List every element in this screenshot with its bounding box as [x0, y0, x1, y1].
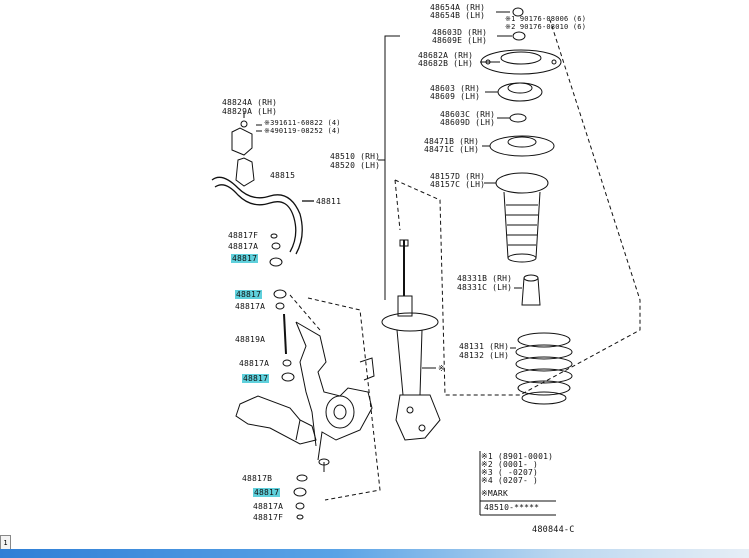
label-48682A: 48682A (RH) — [418, 51, 474, 60]
label-asterisk-strut: ※ — [438, 364, 445, 373]
label-48331B: 48331B (RH) — [457, 274, 513, 283]
label-48817B: 48817B — [242, 474, 273, 483]
note-mark: ※MARK — [481, 489, 508, 498]
label-48817F-bottom: 48817F — [253, 513, 284, 522]
label-48817A-mid: 48817A — [235, 302, 266, 311]
knuckle-part — [295, 321, 375, 461]
label-bolt-ref-2: ※490119-08252 (4) — [264, 127, 341, 135]
label-48603D: 48603D (RH) — [432, 28, 488, 37]
label-48654B: 48654B (LH) — [430, 11, 486, 20]
label-48603: 48603 (RH) — [430, 84, 481, 93]
label-48817-mid-highlight: 48817 — [235, 290, 263, 299]
bearing-part — [497, 113, 527, 123]
label-bolt-ref-1: ※391611-60822 (4) — [264, 119, 341, 127]
coil-spring-part — [510, 332, 573, 405]
link-small-parts — [269, 233, 295, 382]
diagram-reference-number: 480844-C — [532, 525, 575, 535]
lower-ball-joint-parts — [293, 458, 330, 520]
mount-insulator-part — [485, 82, 543, 102]
label-nut-ref-1: ※1 90176-08006 (6) — [505, 15, 587, 23]
stabilizer-bushing-part — [231, 112, 262, 187]
note-line-4: ※4 (0207- ) — [481, 476, 539, 485]
label-48817F-upper: 48817F — [228, 231, 259, 240]
label-48132: 48132 (LH) — [459, 351, 510, 360]
note-line-2: ※2 (0001- ) — [481, 460, 539, 469]
label-48817A-lower: 48817A — [239, 359, 270, 368]
note-line-1: ※1 (8901-0001) — [481, 452, 554, 461]
label-48471B: 48471B (RH) — [424, 137, 480, 146]
label-48815: 48815 — [270, 171, 296, 180]
label-48824A: 48824A (RH) — [222, 98, 278, 107]
label-48510: 48510 (RH) — [330, 152, 381, 161]
label-48131: 48131 (RH) — [459, 342, 510, 351]
upper-nut-part — [497, 31, 526, 41]
label-48654A: 48654A (RH) — [430, 3, 486, 12]
dashed-guide-right — [394, 19, 641, 396]
note-line-3: ※3 ( -0207) — [481, 468, 539, 477]
label-48331C: 48331C (LH) — [457, 283, 513, 292]
label-48609E: 48609E (LH) — [432, 36, 488, 45]
label-48603C: 48603C (RH) — [440, 110, 496, 119]
bottom-scroll-bar[interactable] — [0, 549, 749, 558]
label-48609D: 48609D (LH) — [440, 118, 496, 127]
label-48817-bottom-highlight: 48817 — [253, 488, 281, 497]
spring-seat-part — [482, 135, 555, 157]
label-48817-lower-highlight: 48817 — [242, 374, 270, 383]
strut-assembly-bracket — [384, 35, 400, 300]
strut-absorber-part — [381, 239, 441, 441]
label-48811: 48811 — [316, 197, 342, 206]
label-48819A: 48819A — [235, 335, 266, 344]
label-48157C: 48157C (LH) — [430, 180, 486, 189]
label-48520: 48520 (LH) — [330, 161, 381, 170]
dust-boot-part — [484, 172, 549, 263]
note-code: 48510-***** — [484, 503, 540, 512]
top-cap-part — [496, 7, 524, 17]
label-48157D: 48157D (RH) — [430, 172, 486, 181]
label-48817A-bottom: 48817A — [253, 502, 284, 511]
note-box — [479, 451, 556, 516]
label-48682B: 48682B (LH) — [418, 59, 474, 68]
stabilizer-bar-part — [211, 176, 314, 255]
upper-mount-part — [480, 49, 562, 75]
suspension-exploded-diagram — [211, 7, 641, 520]
bump-stopper-part — [514, 274, 541, 306]
label-48817A-upper: 48817A — [228, 242, 259, 251]
lower-arm-part — [235, 395, 317, 445]
label-48817-upper-highlight: 48817 — [231, 254, 259, 263]
label-48471C: 48471C (LH) — [424, 145, 480, 154]
label-nut-ref-2: ※2 90176-08010 (6) — [505, 23, 587, 31]
label-48829A: 48829A (LH) — [222, 107, 278, 116]
label-48609: 48609 (LH) — [430, 92, 481, 101]
